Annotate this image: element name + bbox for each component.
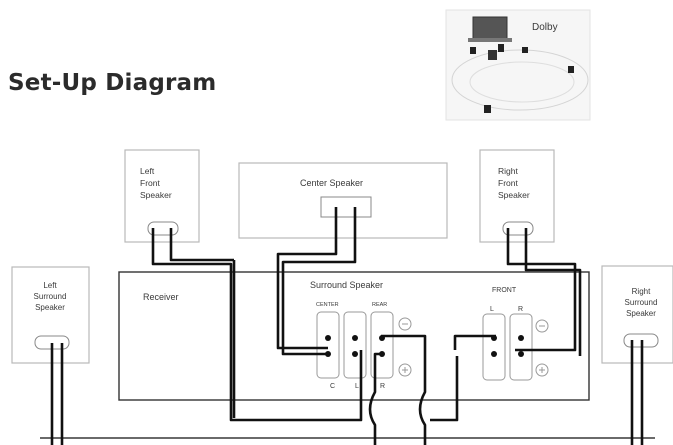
receiver-label: Receiver [143, 292, 179, 302]
dolby-inset: Dolby [445, 9, 591, 121]
left-surround-label-1: Left [43, 281, 57, 290]
left-surround-label-2: Surround [34, 292, 67, 301]
left-surround-label-3: Speaker [35, 303, 65, 312]
right-surround-speaker: Right Surround Speaker [601, 265, 673, 364]
surround-speaker-label: Surround Speaker [310, 280, 383, 290]
right-front-label-2: Front [498, 178, 518, 188]
bottom-r-label: R [380, 383, 385, 390]
speaker-icon [522, 47, 528, 53]
left-front-speaker: Left Front Speaker [124, 149, 200, 243]
center-speaker-label: Center Speaker [300, 178, 363, 188]
speaker-icon [484, 105, 491, 113]
speaker-wires [40, 207, 655, 445]
bottom-c-label: C [330, 383, 335, 390]
left-front-label-3: Speaker [140, 190, 172, 200]
right-front-label-1: Right [498, 166, 518, 176]
speaker-icon [498, 44, 504, 52]
page-title: Set-Up Diagram [8, 70, 217, 96]
front-terminal-label: FRONT [492, 287, 517, 294]
speaker-icon [568, 66, 574, 73]
left-surround-speaker: Left Surround Speaker [11, 266, 90, 364]
rear-terminal-label: REAR [372, 302, 387, 308]
front-l-label: L [490, 306, 494, 313]
right-surround-label-2: Surround [625, 298, 658, 307]
dolby-label: Dolby [532, 22, 558, 33]
right-front-speaker: Right Front Speaker [479, 149, 555, 243]
tv-icon [472, 16, 508, 40]
right-front-label-3: Speaker [498, 190, 530, 200]
bottom-l-label: L [355, 383, 359, 390]
receiver: Receiver Surround Speaker CENTER REAR FR… [118, 271, 590, 401]
subwoofer-icon [488, 50, 497, 60]
speaker-icon [470, 47, 476, 54]
center-speaker: Center Speaker [238, 162, 448, 239]
left-front-label-1: Left [140, 166, 155, 176]
right-surround-label-3: Speaker [626, 309, 656, 318]
front-r-label: R [518, 306, 523, 313]
center-terminal-label: CENTER [316, 302, 339, 308]
left-front-label-2: Front [140, 178, 160, 188]
right-surround-label-1: Right [632, 287, 651, 296]
